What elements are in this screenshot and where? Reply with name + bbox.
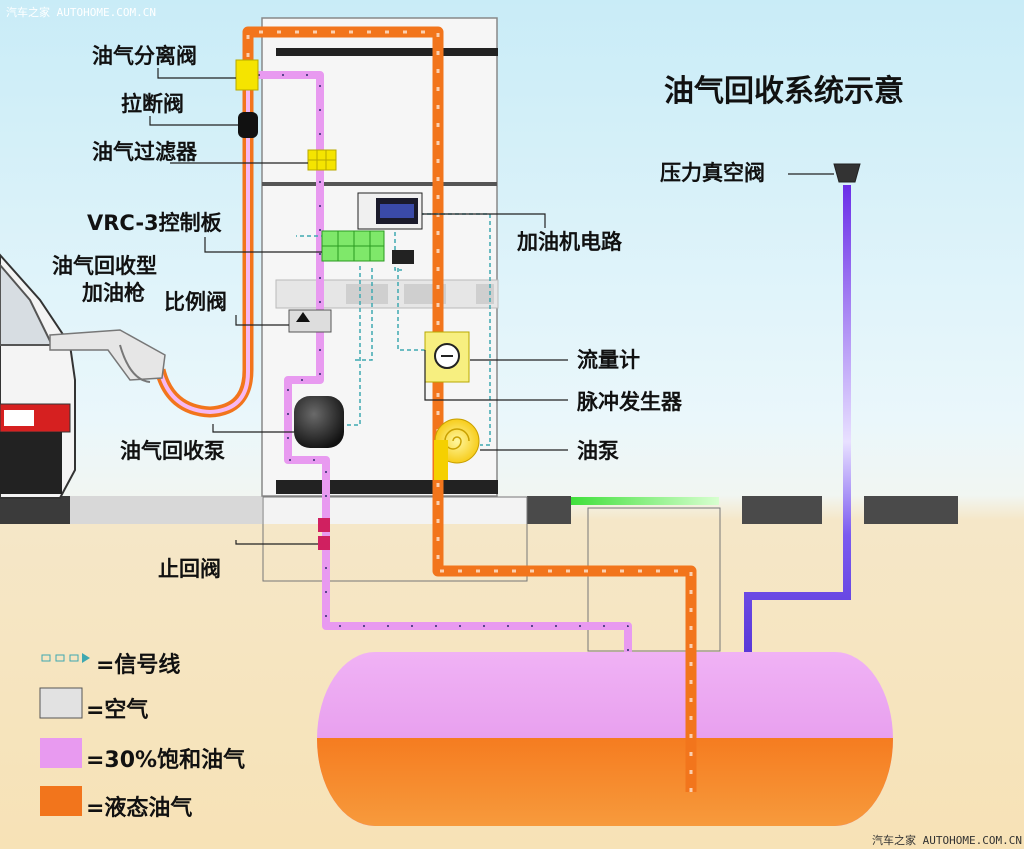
label-proportional-valve: 比例阀 — [164, 290, 227, 314]
legend-air-swatch — [39, 687, 83, 719]
label-separator-valve: 油气分离阀 — [92, 44, 197, 68]
watermark-bottom: 汽车之家 AUTOHOME.COM.CN — [872, 834, 1022, 847]
check-valve-part-lower — [318, 536, 330, 550]
label-vapor-pump: 油气回收泵 — [120, 439, 225, 463]
leader-lines — [149, 68, 834, 545]
tank-riser-outline — [587, 507, 721, 652]
label-breakaway-valve: 拉断阀 — [121, 92, 184, 116]
control-board-part — [321, 230, 385, 262]
vapor-pump-part — [294, 396, 344, 448]
vapor-filter-grid — [308, 150, 336, 170]
separator-valve-part — [235, 59, 259, 91]
label-dispenser-circuit: 加油机电路 — [517, 230, 622, 254]
label-control-board: VRC-3控制板 — [87, 211, 222, 235]
legend-vapor-swatch — [40, 738, 82, 768]
legend-liquid-text: =液态油气 — [86, 796, 193, 821]
label-nozzle-line1: 油气回收型 — [52, 254, 157, 278]
legend-symbols — [39, 653, 90, 816]
label-flow-meter: 流量计 — [577, 348, 640, 372]
label-nozzle-line2: 加油枪 — [82, 281, 145, 305]
label-fuel-pump: 油泵 — [577, 439, 619, 463]
check-valve-part-upper — [318, 518, 330, 532]
label-check-valve: 止回阀 — [158, 557, 221, 581]
pressure-vacuum-valve-body — [833, 163, 861, 183]
legend-air-text: =空气 — [86, 698, 149, 723]
vent-pipe — [744, 163, 861, 652]
proportional-valve-arrow — [296, 312, 310, 322]
proportional-valve-part — [288, 309, 332, 333]
ground-surface — [0, 496, 958, 524]
sump-outline — [262, 496, 528, 582]
watermark-top: 汽车之家 AUTOHOME.COM.CN — [6, 6, 156, 19]
vapor-return-line — [158, 71, 632, 652]
storage-tank — [316, 652, 894, 826]
display-panel — [357, 192, 423, 264]
diagram-title: 油气回收系统示意 — [664, 74, 904, 109]
legend-liquid-swatch — [40, 786, 82, 816]
breakaway-valve-part — [238, 112, 258, 138]
legend-signal-text: =信号线 — [96, 653, 181, 678]
flow-meter-part — [424, 331, 470, 383]
legend-vapor-text: =30%饱和油气 — [86, 748, 246, 773]
legend-signal-symbol — [41, 653, 90, 663]
overfill-pipe — [571, 497, 719, 505]
car — [0, 253, 76, 499]
label-pressure-vacuum-valve: 压力真空阀 — [660, 161, 765, 185]
label-vapor-filter: 油气过滤器 — [92, 140, 197, 164]
label-pulse-generator: 脉冲发生器 — [577, 390, 682, 414]
vapor-recovery-nozzle — [49, 329, 166, 383]
oil-pump-part — [434, 418, 480, 480]
